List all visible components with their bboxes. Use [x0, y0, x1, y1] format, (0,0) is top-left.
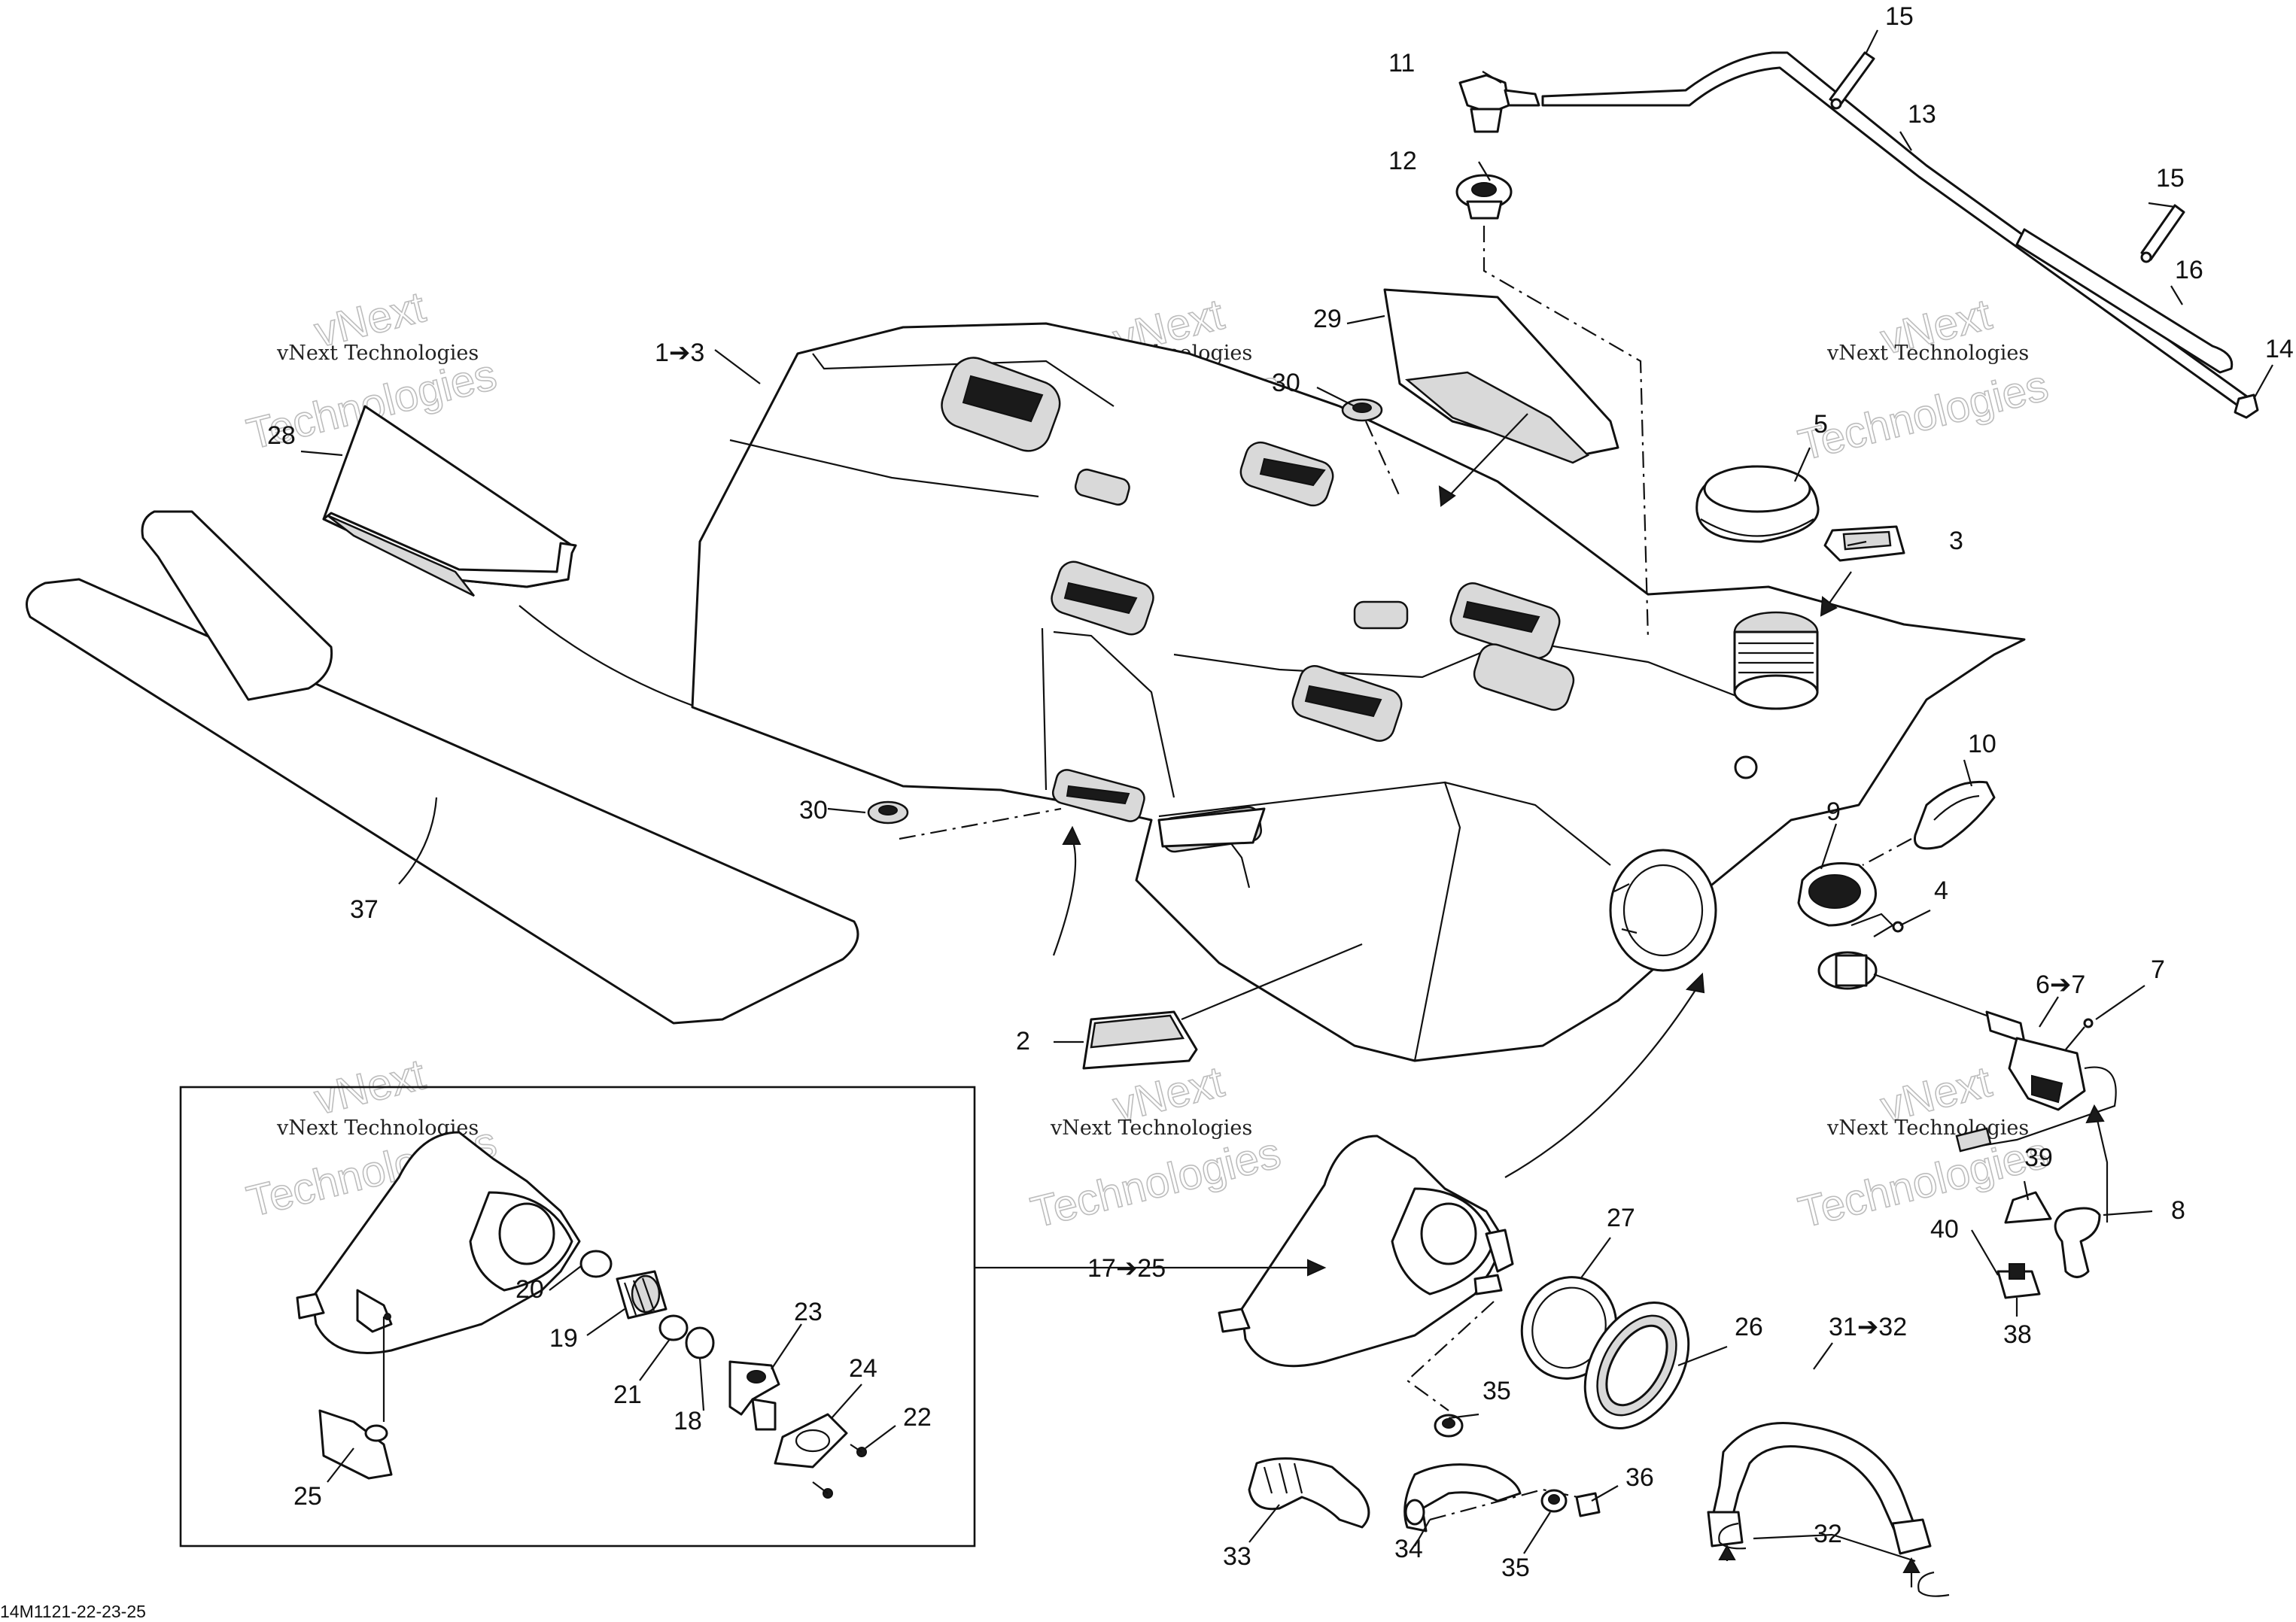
callout-3: 3 [1949, 527, 1963, 555]
hose-31-32 [1707, 1422, 1932, 1555]
callout-29: 29 [1313, 305, 1342, 333]
callout-30-left: 30 [799, 796, 828, 825]
inset-oring-21 [658, 1314, 689, 1341]
callout-8: 8 [2171, 1196, 2185, 1225]
fuel-pump-assembly [1218, 1134, 1514, 1368]
grommet-12 [1455, 174, 1513, 220]
callout-27: 27 [1607, 1204, 1635, 1232]
fuel-cap-5 [1695, 465, 1820, 543]
fuel-tank [691, 322, 2026, 1062]
callout-22: 22 [903, 1403, 932, 1432]
callout-16: 16 [2175, 256, 2203, 284]
leader-lines [300, 29, 2273, 1563]
part-3 [1823, 525, 1905, 562]
part-29 [1383, 288, 1619, 464]
clip-14 [2234, 393, 2259, 419]
watermark-bottom-center: vNext Technologies [1026, 1056, 1286, 1238]
callout-11: 11 [1388, 49, 1415, 77]
callout-32: 32 [1814, 1520, 1842, 1548]
inset-oring-18 [685, 1326, 715, 1359]
inset-pump-body [296, 1131, 581, 1354]
callout-24: 24 [849, 1354, 877, 1383]
part-4 [1850, 913, 1904, 937]
callout-15-top: 15 [1885, 2, 1914, 31]
gauge-sender-6-7 [1817, 951, 2117, 1153]
watermark-text-bottom-right: vNext Technologies [1826, 1116, 2029, 1140]
watermark-text-bottom-center: vNext Technologies [1050, 1116, 1252, 1140]
inset-box-pump-parts [179, 1086, 976, 1548]
callout-30-top: 30 [1272, 369, 1300, 397]
callout-1-3: 1➔3 [655, 339, 704, 367]
dash-vent [1483, 226, 1650, 640]
clamp-32-b [1917, 1571, 1950, 1597]
clamp-35-bottom [1540, 1489, 1568, 1513]
callout-15-right: 15 [2156, 164, 2185, 193]
svg-text:Technologies: Technologies [1794, 361, 2053, 470]
callout-14: 14 [2265, 335, 2294, 363]
locking-ring-26 [1583, 1301, 1690, 1430]
callout-33: 33 [1223, 1542, 1251, 1571]
hose-8 [2054, 1207, 2101, 1278]
callout-40: 40 [1930, 1215, 1959, 1244]
callout-23: 23 [794, 1298, 823, 1326]
inset-filter-19 [616, 1270, 668, 1320]
grommet-30-left [867, 800, 909, 825]
callout-17-25: 17➔25 [1087, 1254, 1166, 1283]
callout-13: 13 [1908, 100, 1936, 129]
ring-9 [1797, 862, 1877, 927]
clip-38 [1996, 1263, 2041, 1299]
inset-part-25 [318, 1409, 393, 1480]
callout-6-7: 6➔7 [2036, 970, 2085, 999]
callout-labels: 1➔3 2 3 4 5 6➔7 7 8 9 10 11 12 13 14 15 … [267, 2, 2294, 1582]
callout-2: 2 [1016, 1027, 1030, 1056]
pad-28 [322, 405, 577, 597]
gasket-10 [1913, 780, 1996, 850]
inset-oring-20 [579, 1250, 613, 1278]
watermark-text-top-left: vNext Technologies [276, 342, 479, 365]
callout-7: 7 [2151, 955, 2165, 984]
diagram-code: 14M1121-22-23-25 [0, 1602, 146, 1621]
pad-37 [26, 510, 859, 1025]
vent-fitting-11 [1458, 74, 1540, 133]
callout-19: 19 [549, 1324, 578, 1353]
callout-10: 10 [1968, 730, 1996, 758]
callout-34: 34 [1394, 1535, 1423, 1563]
svg-text:Technologies: Technologies [1026, 1128, 1285, 1238]
callout-5: 5 [1814, 410, 1828, 439]
hose-34 [1403, 1463, 1522, 1532]
callout-12: 12 [1388, 147, 1417, 175]
callout-21: 21 [613, 1381, 642, 1409]
callout-38: 38 [2003, 1320, 2032, 1349]
callout-28: 28 [267, 421, 296, 450]
clamp-35-top [1434, 1414, 1464, 1438]
part-39 [2004, 1191, 2052, 1224]
inset-screws-22 [812, 1444, 867, 1499]
callout-20: 20 [515, 1275, 544, 1304]
callout-37: 37 [350, 895, 379, 924]
callout-31-32: 31➔32 [1829, 1313, 1907, 1341]
callout-25: 25 [293, 1482, 322, 1511]
pin-15-right [2140, 204, 2185, 263]
callout-26: 26 [1735, 1313, 1763, 1341]
watermark-text-top-right: vNext Technologies [1826, 342, 2029, 365]
callout-36: 36 [1625, 1463, 1654, 1492]
inset-plate-24 [774, 1413, 848, 1469]
callout-39: 39 [2024, 1144, 2053, 1172]
pin-15-top [1829, 51, 1875, 110]
part-7 [2065, 1018, 2094, 1050]
hose-33 [1248, 1457, 1370, 1529]
callout-35-bottom: 35 [1501, 1554, 1530, 1582]
callout-18: 18 [674, 1407, 702, 1435]
callout-9: 9 [1826, 797, 1841, 826]
callout-4: 4 [1934, 876, 1948, 905]
clamp-32-a [1718, 1522, 1747, 1550]
inset-regulator-23 [728, 1360, 780, 1431]
watermark-top-right: vNext Technologies [1793, 289, 2054, 470]
part-2 [1082, 1010, 1198, 1070]
part-16 [2015, 228, 2234, 374]
callout-35-top: 35 [1483, 1377, 1511, 1405]
cap-36 [1575, 1492, 1601, 1517]
